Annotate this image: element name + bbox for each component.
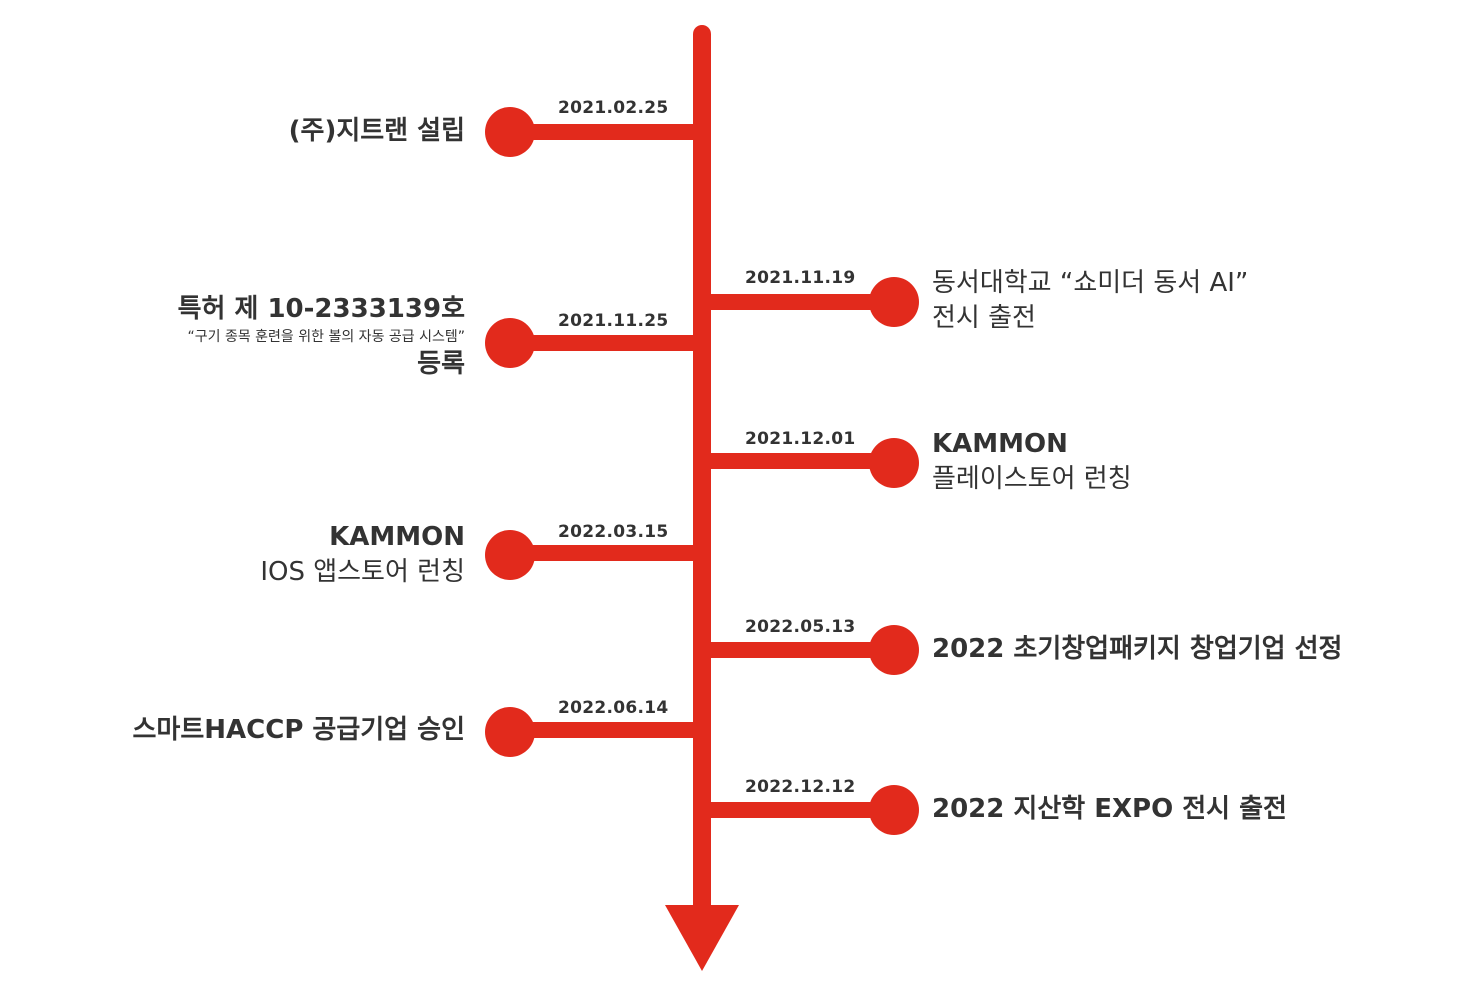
- event-label: KAMMON IOS 앱스토어 런칭: [260, 520, 465, 590]
- event-date: 2022.06.14: [558, 698, 669, 718]
- event-title: KAMMON: [329, 522, 465, 552]
- event-title: 2022 지산학 EXPO 전시 출전: [932, 794, 1287, 824]
- event-title: 동서대학교 “쇼미더 동서 AI”: [932, 268, 1249, 298]
- event-label: 동서대학교 “쇼미더 동서 AI” 전시 출전: [932, 266, 1248, 336]
- event-connector: [709, 642, 894, 658]
- event-marker: [869, 438, 919, 488]
- event-connector: [709, 453, 894, 469]
- event-date: 2022.05.13: [745, 617, 856, 637]
- event-marker: [485, 318, 535, 368]
- event-title: 스마트HACCP 공급기업 승인: [132, 715, 465, 745]
- event-marker: [485, 707, 535, 757]
- event-date: 2021.02.25: [558, 98, 669, 118]
- event-title: (주)지트랜 설립: [288, 116, 465, 146]
- event-label: KAMMON 플레이스토어 런칭: [932, 427, 1132, 497]
- event-label: 스마트HACCP 공급기업 승인: [133, 713, 465, 748]
- event-connector: [709, 802, 894, 818]
- event-marker: [869, 785, 919, 835]
- event-marker: [485, 107, 535, 157]
- event-title: KAMMON: [932, 429, 1068, 459]
- event-marker: [869, 277, 919, 327]
- timeline-arrow-head: [665, 905, 739, 971]
- event-label: 2022 지산학 EXPO 전시 출전: [932, 792, 1287, 827]
- event-connector: [510, 545, 695, 561]
- event-date: 2022.03.15: [558, 522, 669, 542]
- event-title: 2022 초기창업패키지 창업기업 선정: [932, 634, 1343, 664]
- event-label: 특허 제 10-2333139호 “구기 종목 훈련을 위한 볼의 자동 공급 …: [178, 292, 465, 382]
- event-date: 2021.11.19: [745, 268, 856, 288]
- event-description: “구기 종목 훈련을 위한 볼의 자동 공급 시스템”: [187, 329, 466, 345]
- event-label: (주)지트랜 설립: [289, 114, 465, 149]
- event-date: 2021.11.25: [558, 311, 669, 331]
- event-subtitle: 전시 출전: [932, 303, 1036, 333]
- event-label: 2022 초기창업패키지 창업기업 선정: [932, 632, 1342, 667]
- event-date: 2022.12.12: [745, 777, 856, 797]
- event-subtitle: 등록: [417, 349, 465, 379]
- event-connector: [709, 294, 894, 310]
- event-date: 2021.12.01: [745, 429, 856, 449]
- event-marker: [485, 530, 535, 580]
- event-connector: [510, 124, 695, 140]
- timeline-spine: [693, 25, 711, 905]
- event-subtitle: 플레이스토어 런칭: [932, 464, 1132, 494]
- event-marker: [869, 625, 919, 675]
- event-subtitle: IOS 앱스토어 런칭: [260, 557, 465, 587]
- event-title: 특허 제 10-2333139호: [177, 294, 465, 324]
- event-connector: [510, 335, 695, 351]
- event-connector: [510, 722, 695, 738]
